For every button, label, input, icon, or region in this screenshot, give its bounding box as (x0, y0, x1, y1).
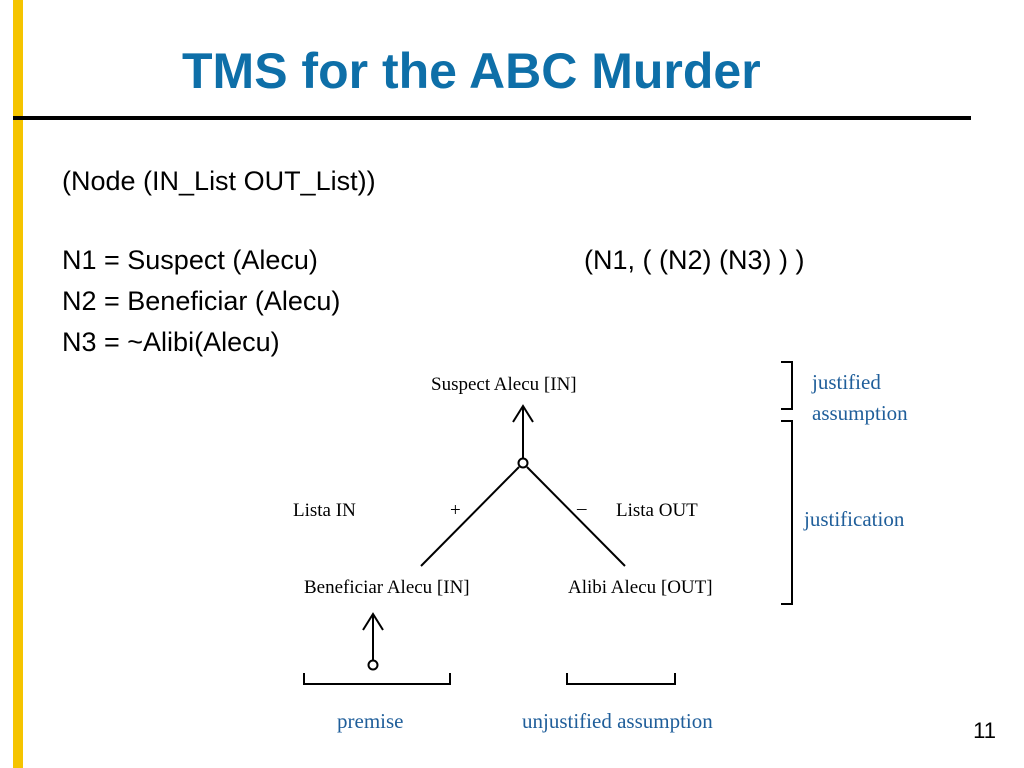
justification-label: justification (804, 507, 905, 531)
n3-definition: N3 = ~Alibi(Alecu) (62, 327, 280, 357)
slide-accent-bar (13, 0, 23, 768)
n1-justification-notation: (N1, ( (N2) (N3) ) ) (584, 245, 805, 275)
in-branch-line (420, 466, 520, 567)
justified-label-line2: assumption (812, 401, 908, 425)
premise-label: premise (337, 709, 404, 733)
lista-out-label: Lista OUT (616, 500, 698, 521)
justification-bracket (781, 420, 793, 605)
premise-arrow-head (362, 612, 384, 631)
justified-label-line1: justified (812, 370, 881, 394)
lista-in-label: Lista IN (293, 500, 356, 521)
diagram-lines (303, 361, 793, 685)
justification-node (517, 457, 529, 469)
n1-definition: N1 = Suspect (Alecu) (62, 245, 318, 275)
premise-node (367, 659, 379, 671)
beneficiar-node-label: Beneficiar Alecu [IN] (304, 577, 470, 598)
justified-assumption-bracket (781, 361, 793, 410)
page-number: 11 (973, 718, 996, 743)
premise-bracket (303, 673, 451, 685)
node-format-line: (Node (IN_List OUT_List)) (62, 166, 376, 196)
minus-sign: – (577, 498, 587, 519)
unjustified-assumption-bracket (566, 673, 676, 685)
suspect-node-label: Suspect Alecu [IN] (431, 374, 577, 395)
alibi-node-label: Alibi Alecu [OUT] (568, 577, 713, 598)
unjustified-assumption-label: unjustified assumption (522, 709, 713, 733)
out-branch-line (526, 466, 626, 567)
slide-title: TMS for the ABC Murder (182, 43, 761, 99)
plus-sign: + (450, 500, 461, 521)
title-underline (13, 116, 971, 120)
justification-arrow-head (512, 404, 534, 423)
n2-definition: N2 = Beneficiar (Alecu) (62, 286, 341, 316)
